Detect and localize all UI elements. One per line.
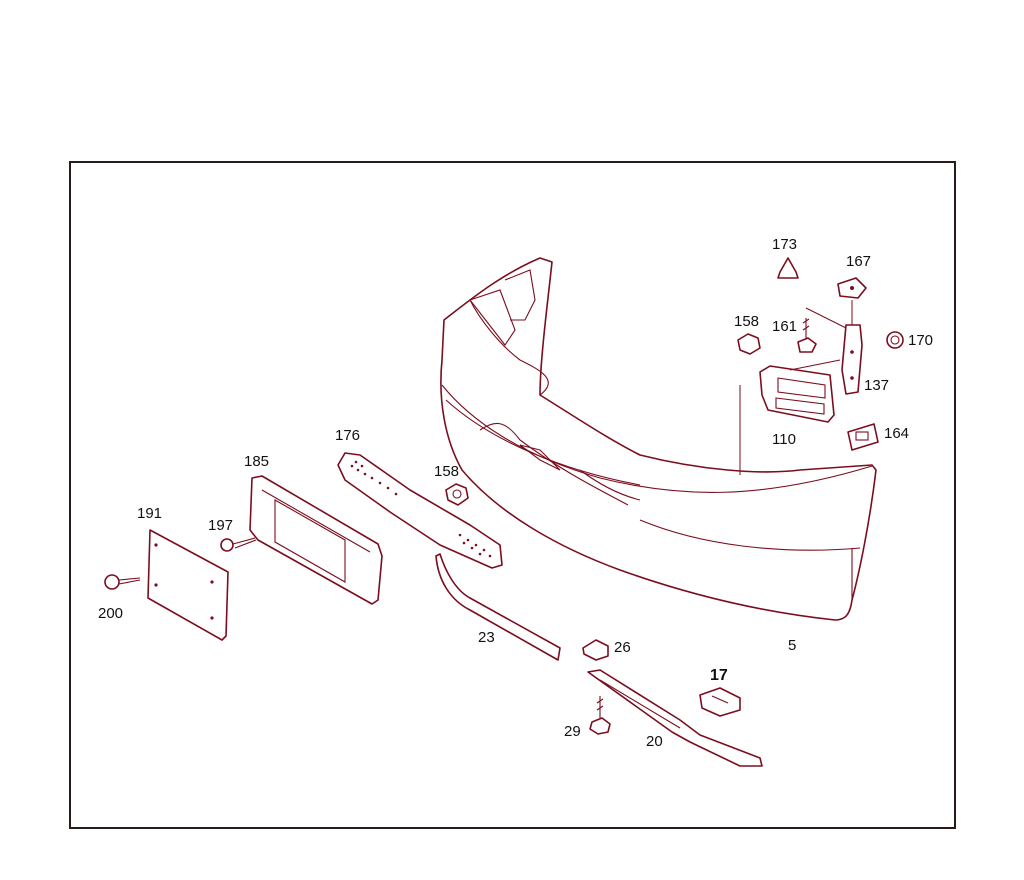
part-185-plate-holder[interactable]	[249, 475, 383, 605]
label-191: 191	[137, 505, 162, 522]
label-5: 5	[788, 637, 796, 654]
label-137: 137	[864, 377, 889, 394]
label-158-upper: 158	[734, 313, 759, 330]
part-170-grommet[interactable]	[886, 331, 904, 349]
label-200: 200	[98, 605, 123, 622]
label-170: 170	[908, 332, 933, 349]
part-161-screw[interactable]	[797, 318, 817, 353]
label-173: 173	[772, 236, 797, 253]
part-110-bracket[interactable]	[759, 365, 835, 423]
label-197: 197	[208, 517, 233, 534]
label-20: 20	[646, 733, 663, 750]
part-labels: 5 17 20 23 26 29 110 137 158 158 161 164…	[98, 236, 933, 750]
label-185: 185	[244, 453, 269, 470]
label-23: 23	[478, 629, 495, 646]
part-176-grille-insert[interactable]	[337, 452, 503, 569]
part-158-nut-middle[interactable]	[445, 483, 469, 506]
part-26-clip[interactable]	[582, 639, 609, 661]
label-158-middle: 158	[434, 463, 459, 480]
diagram-frame	[69, 161, 956, 829]
label-167: 167	[846, 253, 871, 270]
label-26: 26	[614, 639, 631, 656]
label-164: 164	[884, 425, 909, 442]
part-197-screw[interactable]	[220, 537, 257, 552]
part-191-plate[interactable]	[147, 529, 229, 641]
label-176: 176	[335, 427, 360, 444]
part-137-support[interactable]	[841, 324, 863, 395]
part-200-bolt[interactable]	[104, 574, 141, 590]
part-167-clip-nut[interactable]	[837, 277, 867, 299]
label-110: 110	[772, 431, 796, 448]
part-173-push-rivet[interactable]	[777, 257, 799, 279]
part-17-clip[interactable]	[699, 687, 741, 717]
label-29: 29	[564, 723, 581, 740]
part-164-clip[interactable]	[847, 423, 879, 451]
part-23-trim-strip[interactable]	[435, 553, 561, 661]
part-5-bumper-cover[interactable]	[440, 257, 877, 621]
leader-lines	[739, 300, 853, 475]
label-17: 17	[710, 667, 728, 684]
label-161: 161	[772, 318, 797, 335]
part-20-lower-strip[interactable]	[587, 669, 763, 767]
part-29-screw[interactable]	[589, 696, 611, 735]
part-158-nut-upper[interactable]	[737, 333, 761, 355]
